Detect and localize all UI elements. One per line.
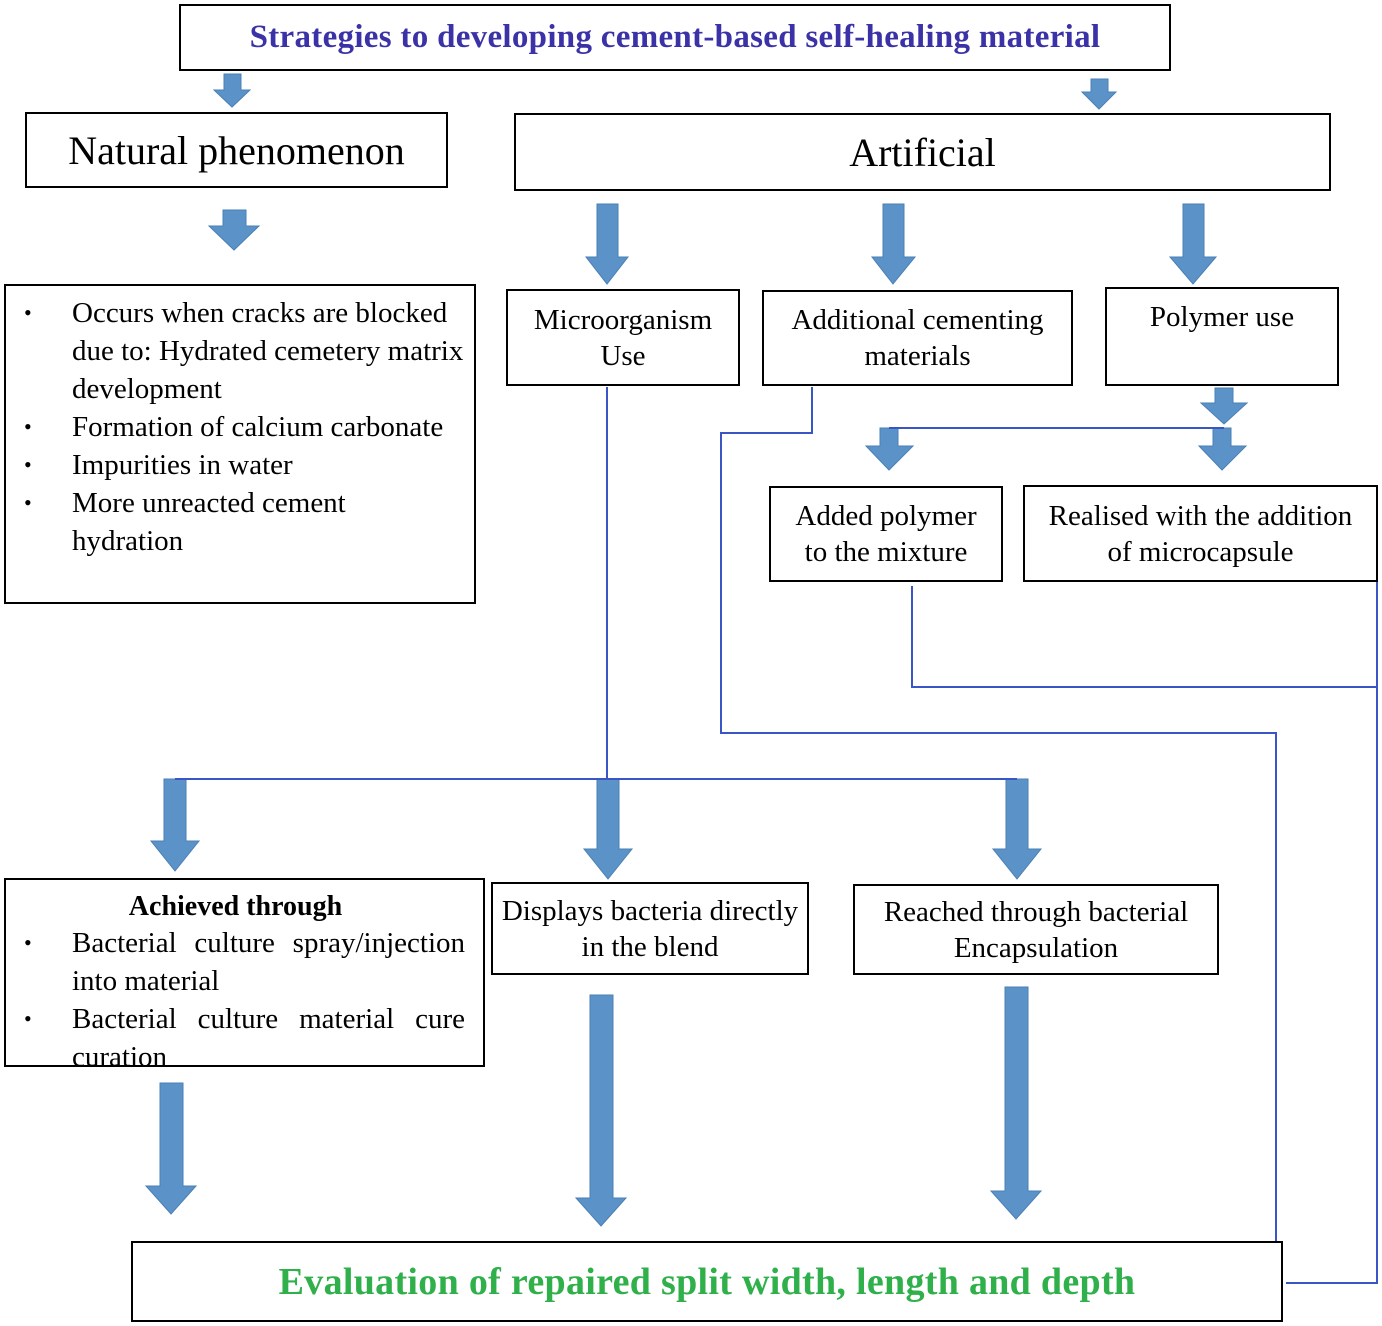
added-polymer-label: Added polymer to the mixture	[795, 500, 977, 568]
cementing-label: Additional cementing materials	[791, 304, 1044, 372]
arrow-branch-to-displays	[582, 778, 634, 880]
natural-details-list: Occurs when cracks are blocked due to: H…	[6, 294, 464, 560]
list-item: Bacterial culture spray/injection into m…	[6, 924, 465, 1000]
arrow-artificial-to-polymer	[1168, 203, 1218, 285]
achieved-through-heading: Achieved through	[128, 891, 343, 922]
natural-phenomenon-label: Natural phenomenon	[68, 127, 405, 173]
connector-added-polymer-route	[911, 586, 1377, 688]
arrow-natural-to-list	[207, 209, 261, 251]
microcapsule-label: Realised with the addition of microcapsu…	[1048, 499, 1353, 568]
arrow-displays-to-evaluation	[574, 994, 628, 1227]
bacterial-encapsulation-box: Reached through bacterial Encapsulation	[853, 884, 1219, 975]
artificial-box: Artificial	[514, 113, 1331, 191]
artificial-label: Artificial	[849, 129, 996, 175]
polymer-label: Polymer use	[1149, 301, 1295, 333]
arrow-branch-to-added-polymer	[864, 427, 915, 471]
microcapsule-box: Realised with the addition of microcapsu…	[1023, 485, 1378, 582]
microorganism-box: Microorganism Use	[506, 289, 740, 386]
arrow-branch-to-achieved	[149, 778, 201, 872]
list-item: Occurs when cracks are blocked due to: H…	[6, 294, 464, 408]
arrow-achieved-to-evaluation	[144, 1082, 198, 1215]
cementing-box: Additional cementing materials	[762, 290, 1073, 386]
microorganism-label: Microorganism Use	[533, 303, 713, 372]
displays-bacteria-box: Displays bacteria directly in the blend	[491, 882, 809, 975]
title-box: Strategies to developing cement-based se…	[179, 4, 1171, 71]
bacterial-encapsulation-label: Reached through bacterial Encapsulation	[883, 895, 1189, 964]
evaluation-label: Evaluation of repaired split width, leng…	[278, 1260, 1136, 1303]
list-item: Impurities in water	[6, 446, 464, 484]
connector-cementing-route	[720, 387, 1277, 1242]
list-item: Formation of calcium carbonate	[6, 408, 464, 446]
arrow-artificial-to-microorganism	[584, 203, 630, 285]
achieved-through-box: Achieved through Bacterial culture spray…	[4, 878, 485, 1073]
arrow-polymer-down	[1199, 387, 1249, 425]
arrow-title-to-natural	[212, 73, 252, 108]
achieved-through-list: Bacterial culture spray/injection into m…	[6, 924, 465, 1076]
connector-microcapsule-route	[1286, 582, 1378, 1284]
arrow-title-to-artificial	[1080, 78, 1118, 110]
list-item: Bacterial culture material cure curation	[6, 1000, 465, 1076]
polymer-box: Polymer use	[1105, 287, 1339, 386]
arrow-artificial-to-cementing	[870, 203, 917, 285]
diagram-title: Strategies to developing cement-based se…	[249, 19, 1101, 55]
list-item: More unreacted cement hydration	[6, 484, 464, 560]
added-polymer-box: Added polymer to the mixture	[769, 486, 1003, 582]
arrow-branch-to-microcapsule	[1197, 427, 1248, 471]
arrow-reached-to-evaluation	[989, 986, 1043, 1220]
displays-bacteria-label: Displays bacteria directly in the blend	[501, 894, 799, 963]
evaluation-box: Evaluation of repaired split width, leng…	[131, 1241, 1283, 1322]
arrow-branch-to-reached	[991, 778, 1043, 880]
natural-phenomenon-box: Natural phenomenon	[25, 112, 448, 188]
natural-details-box: Occurs when cracks are blocked due to: H…	[4, 284, 476, 604]
